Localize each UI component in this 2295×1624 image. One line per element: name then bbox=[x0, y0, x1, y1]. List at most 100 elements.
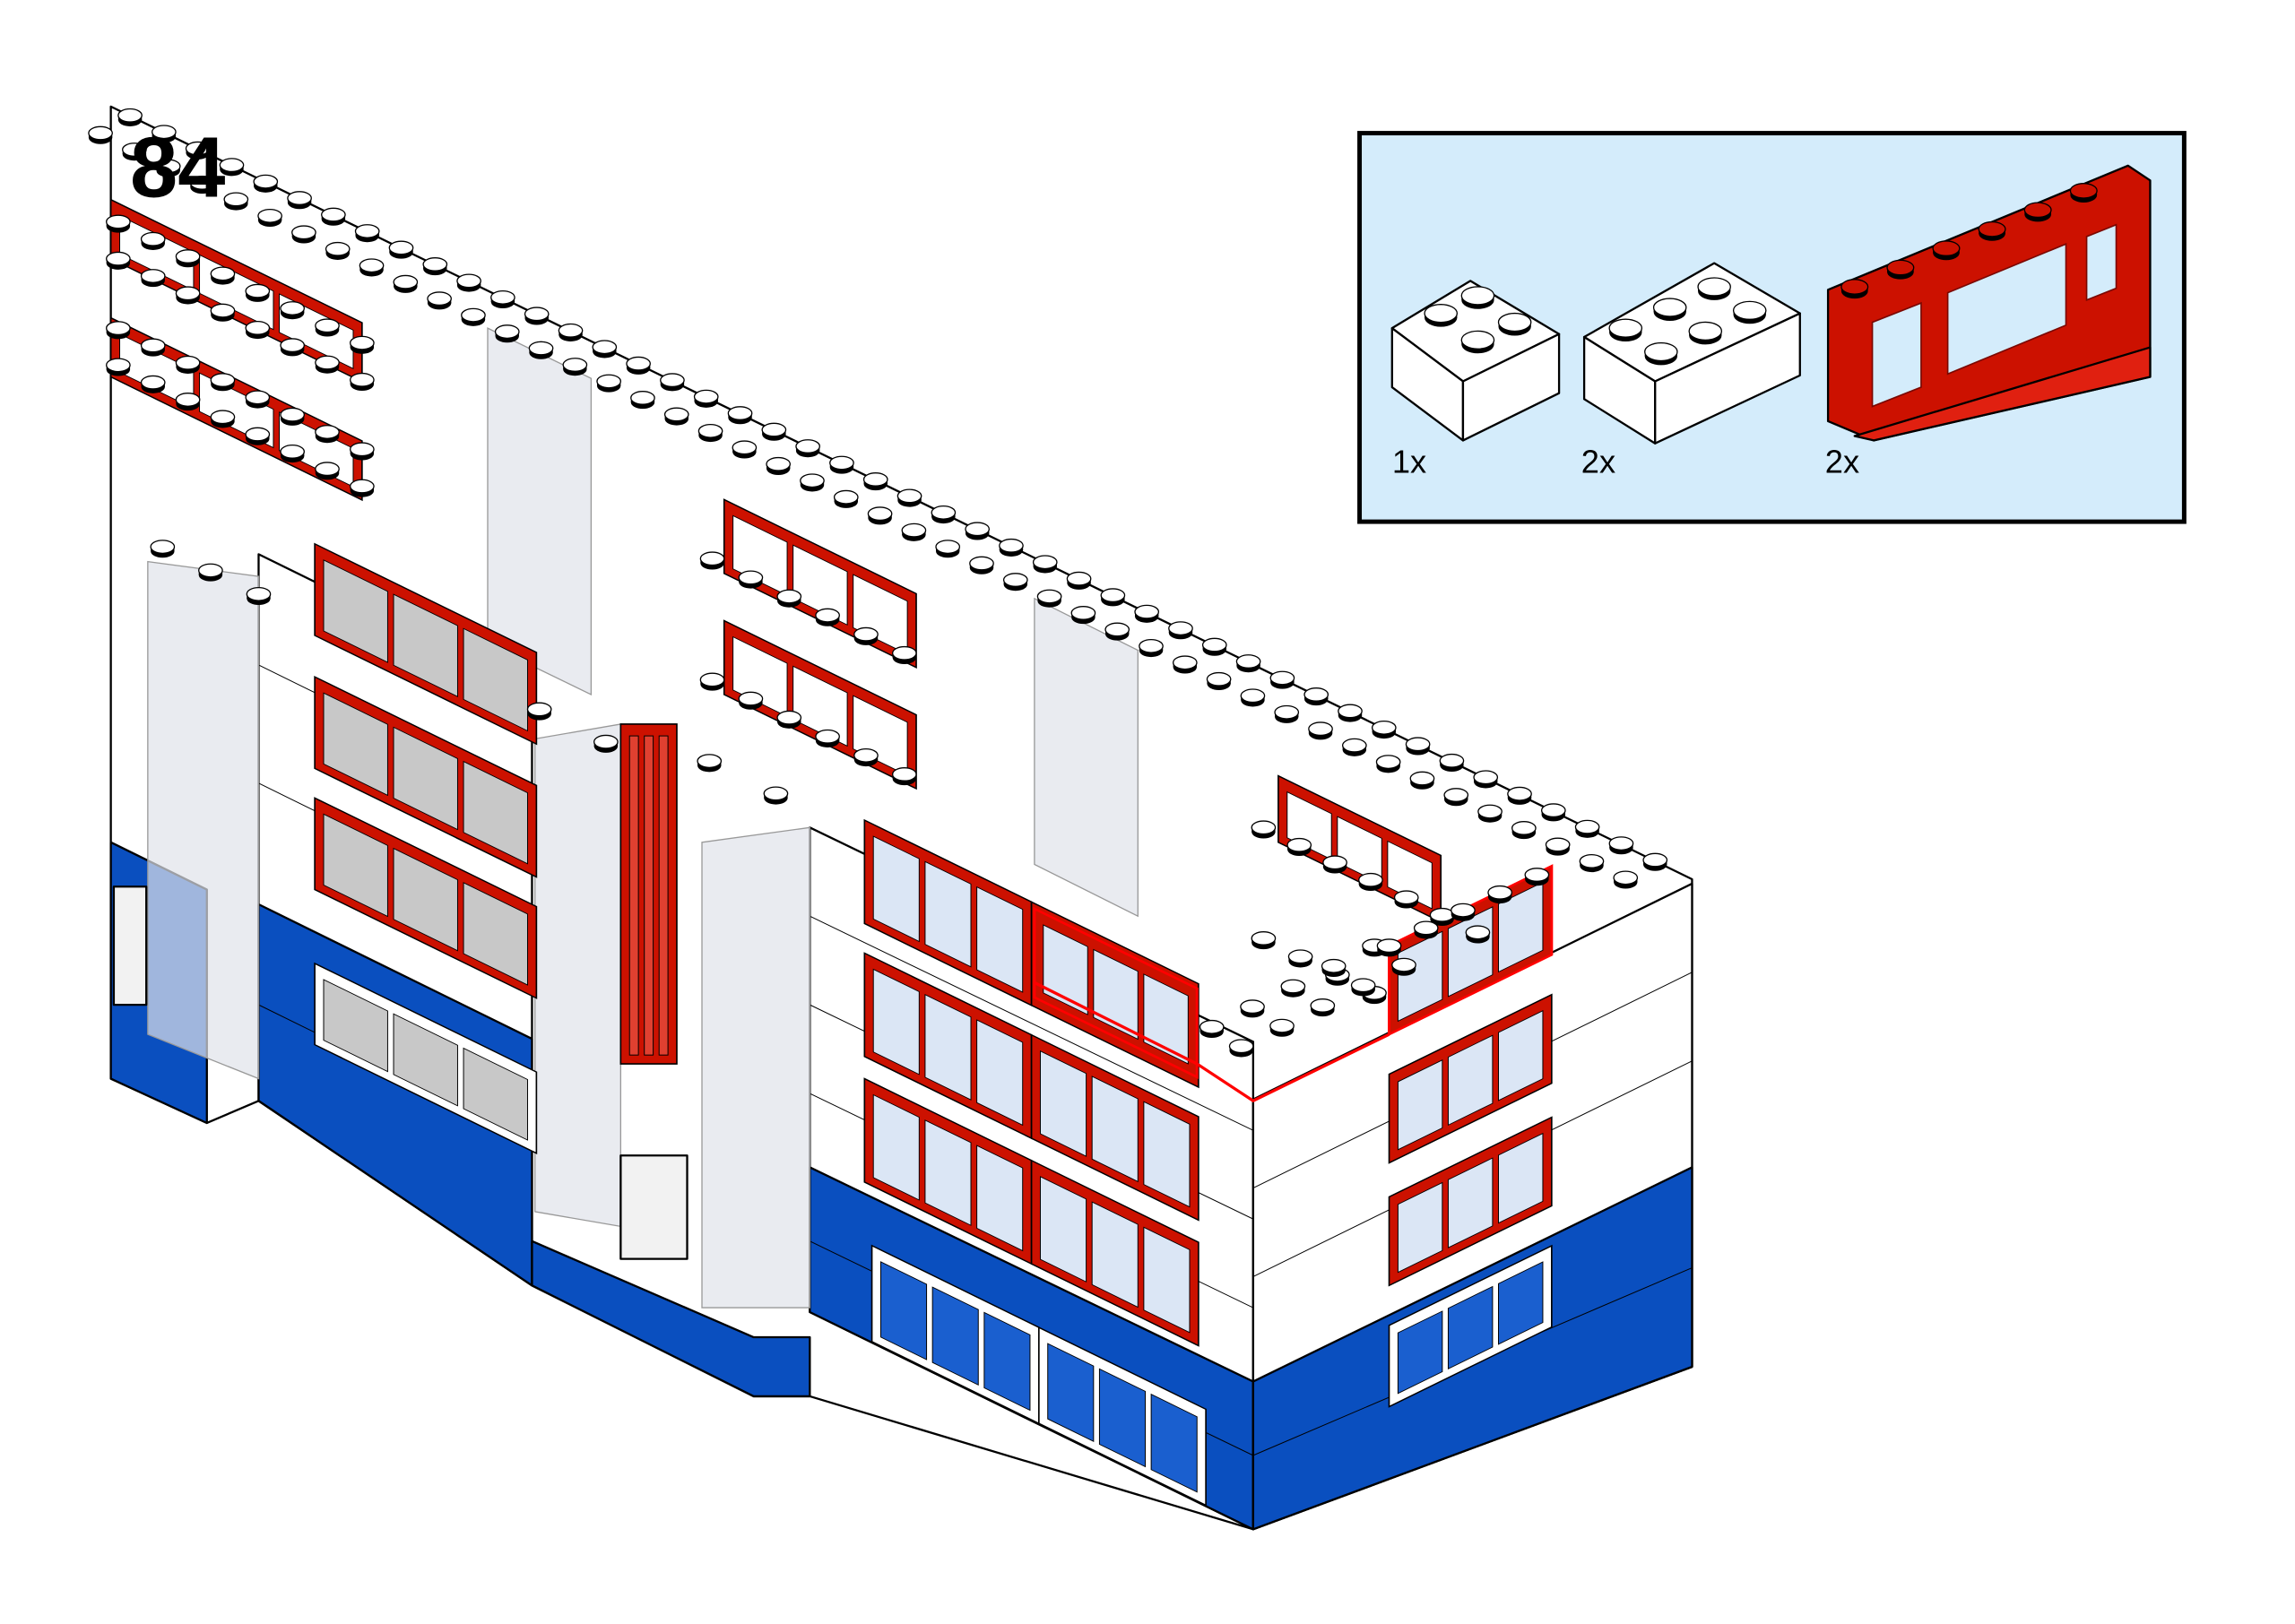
stud bbox=[88, 125, 113, 144]
stud bbox=[1350, 978, 1376, 997]
stud bbox=[891, 645, 917, 664]
stud bbox=[175, 393, 201, 411]
stud bbox=[1644, 341, 1678, 366]
stud bbox=[1451, 903, 1476, 921]
stud bbox=[1168, 621, 1193, 640]
window bbox=[314, 962, 538, 1155]
stud bbox=[490, 289, 515, 309]
transparent-column bbox=[534, 723, 621, 1228]
stud bbox=[528, 341, 554, 359]
stud bbox=[175, 249, 201, 268]
stud bbox=[1139, 638, 1164, 658]
stud bbox=[155, 159, 181, 177]
stud bbox=[245, 427, 271, 445]
window bbox=[314, 542, 538, 746]
stud bbox=[140, 231, 166, 250]
stud bbox=[738, 570, 764, 589]
studs bbox=[88, 108, 1668, 1058]
stud bbox=[761, 422, 787, 441]
stud bbox=[562, 358, 588, 376]
stud bbox=[1375, 755, 1401, 773]
stud bbox=[350, 479, 375, 497]
parts-callout: 1x 2x 2x bbox=[1357, 131, 2187, 524]
stud bbox=[776, 710, 802, 729]
stud bbox=[175, 355, 201, 374]
stud bbox=[210, 266, 236, 285]
stud bbox=[1321, 958, 1347, 978]
stud bbox=[1473, 770, 1499, 789]
transparent-column bbox=[1034, 597, 1139, 918]
stud bbox=[359, 258, 385, 277]
stud bbox=[1032, 555, 1058, 574]
stud bbox=[315, 318, 340, 337]
stud bbox=[257, 208, 282, 228]
stud bbox=[1100, 588, 1126, 607]
stud bbox=[1540, 803, 1566, 822]
stud bbox=[833, 489, 859, 508]
stud bbox=[1070, 606, 1096, 625]
stud bbox=[210, 410, 236, 428]
stud bbox=[795, 439, 820, 458]
stud bbox=[245, 283, 271, 302]
part-quantity: 2x bbox=[1825, 444, 1859, 480]
stud bbox=[935, 540, 961, 558]
stud bbox=[1409, 771, 1435, 790]
stud bbox=[699, 551, 725, 570]
stud bbox=[1524, 868, 1550, 886]
stud bbox=[891, 767, 917, 786]
stud bbox=[253, 174, 279, 193]
stud bbox=[1477, 804, 1503, 823]
stud bbox=[350, 335, 375, 354]
stud bbox=[853, 747, 879, 767]
stud bbox=[663, 407, 689, 426]
stud bbox=[660, 373, 685, 392]
window bbox=[1388, 1116, 1553, 1287]
stud bbox=[1932, 240, 1961, 261]
stud bbox=[1652, 298, 1687, 321]
stud bbox=[1358, 872, 1383, 892]
stud bbox=[106, 251, 131, 270]
stud bbox=[494, 324, 520, 343]
window bbox=[1388, 864, 1554, 1037]
stud bbox=[122, 143, 147, 161]
stud bbox=[1460, 330, 1495, 354]
stud bbox=[738, 691, 764, 710]
stud bbox=[1287, 949, 1313, 968]
stud bbox=[1608, 836, 1634, 855]
stud bbox=[350, 372, 375, 392]
transparent-column bbox=[701, 826, 810, 1309]
stud bbox=[219, 158, 245, 177]
part-brick-2x2: 1x bbox=[1390, 280, 1561, 480]
stud bbox=[388, 240, 414, 259]
stud bbox=[150, 540, 176, 558]
window bbox=[863, 1077, 1199, 1347]
stud bbox=[1341, 738, 1367, 756]
stud bbox=[245, 320, 271, 340]
stud bbox=[596, 374, 621, 393]
stud bbox=[315, 355, 340, 374]
brick-2x3-icon bbox=[1582, 262, 1801, 445]
stud bbox=[287, 191, 312, 210]
stud bbox=[766, 456, 792, 475]
stud bbox=[1201, 637, 1227, 656]
stud bbox=[630, 391, 655, 410]
building-model bbox=[88, 105, 1693, 1531]
stud bbox=[853, 626, 879, 645]
stud bbox=[152, 125, 177, 143]
window bbox=[619, 723, 678, 1065]
stud bbox=[140, 338, 166, 357]
stud bbox=[350, 442, 375, 461]
step-number: 84 bbox=[130, 119, 225, 215]
stud bbox=[315, 462, 340, 480]
stud bbox=[422, 257, 448, 276]
window bbox=[723, 498, 917, 669]
stud bbox=[1460, 286, 1495, 309]
stud bbox=[117, 108, 143, 126]
stud bbox=[1886, 259, 1915, 280]
stud bbox=[1579, 853, 1605, 873]
stud bbox=[763, 786, 789, 805]
stud bbox=[280, 301, 305, 320]
stud bbox=[140, 269, 166, 288]
stud bbox=[800, 473, 825, 492]
stud bbox=[965, 522, 991, 540]
